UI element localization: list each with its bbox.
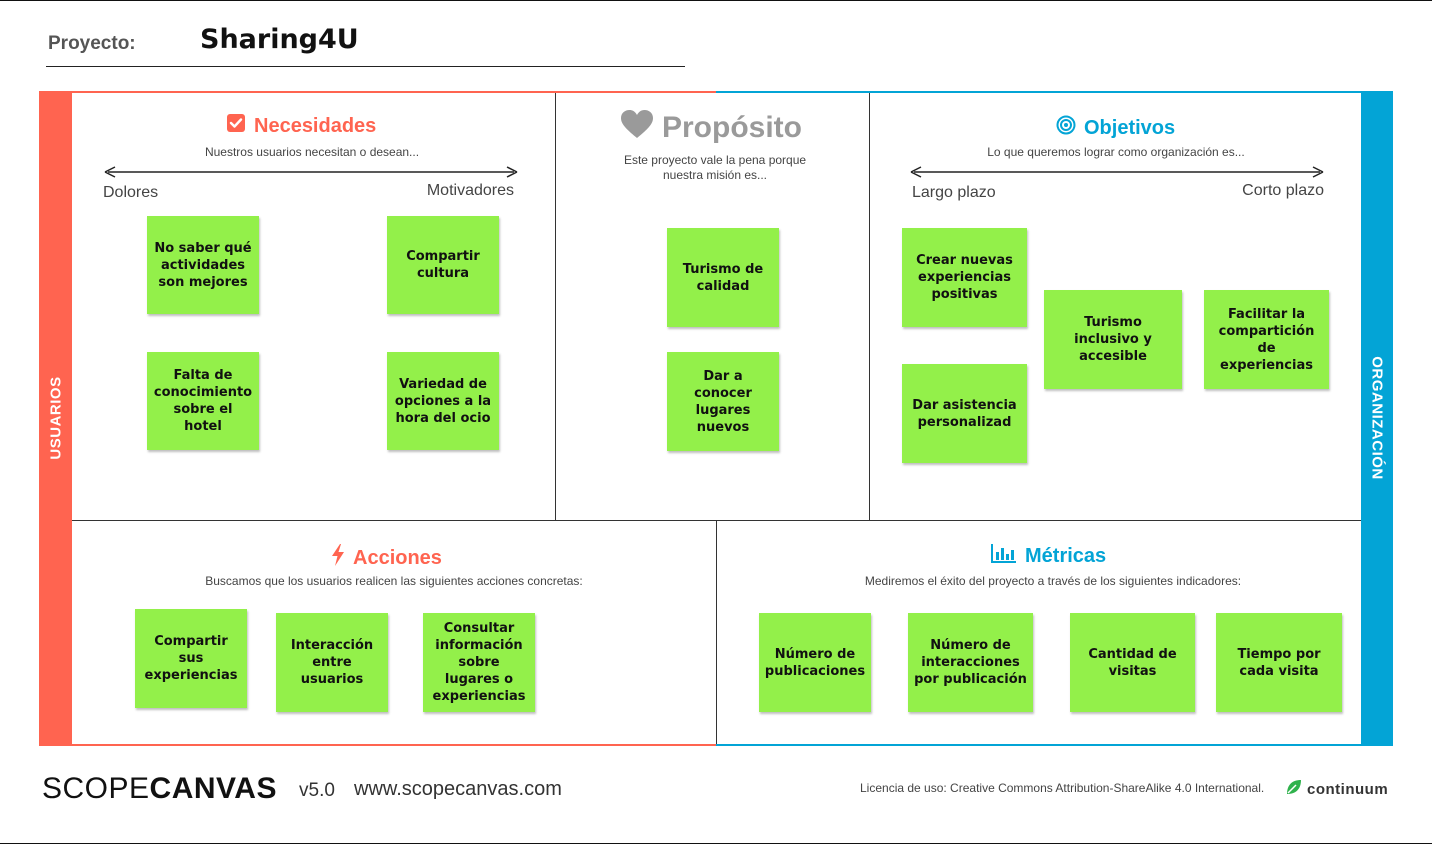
actions-title: Acciones xyxy=(331,544,442,572)
metrics-subtitle: Mediremos el éxito del proyecto a través… xyxy=(864,574,1242,588)
lightning-icon xyxy=(331,544,345,572)
users-side-bar xyxy=(39,91,72,746)
top-rule xyxy=(0,0,1432,1)
sticky-note[interactable]: Interacción entre usuarios xyxy=(276,613,388,712)
organization-side-label: ORGANIZACIÓN xyxy=(1368,356,1386,480)
sticky-note[interactable]: Número de interacciones por publicación xyxy=(908,613,1033,712)
license-text: Licencia de uso: Creative Commons Attrib… xyxy=(860,781,1265,795)
sticky-note[interactable]: Turismo inclusivo y accesible xyxy=(1044,290,1182,389)
needs-title: Necesidades xyxy=(226,113,376,139)
organization-side-bar xyxy=(1361,91,1393,746)
sticky-note[interactable]: No saber qué actividades son mejores xyxy=(147,216,259,314)
objectives-title: Objetivos xyxy=(1056,115,1175,141)
purpose-title: Propósito xyxy=(620,109,802,147)
needs-axis-arrow xyxy=(104,166,518,178)
objectives-axis-right: Corto plazo xyxy=(1242,182,1324,199)
frame-top-red xyxy=(72,91,716,93)
heart-icon xyxy=(620,109,654,147)
metrics-title: Métricas xyxy=(991,543,1106,569)
sticky-note[interactable]: Compartir sus experiencias xyxy=(135,609,247,708)
objectives-axis-arrow xyxy=(910,166,1324,178)
leaf-icon xyxy=(1285,778,1303,800)
continuum-logo: continuum xyxy=(1285,778,1388,800)
sticky-note[interactable]: Cantidad de visitas xyxy=(1070,613,1195,712)
needs-subtitle: Nuestros usuarios necesitan o desean... xyxy=(204,145,420,159)
users-side-label: USUARIOS xyxy=(47,376,65,460)
sticky-note[interactable]: Variedad de opciones a la hora del ocio xyxy=(387,352,499,450)
sticky-note[interactable]: Número de publicaciones xyxy=(759,613,871,712)
frame-divider-3 xyxy=(716,521,717,744)
frame-bottom-blue xyxy=(716,744,1361,746)
version-label: v5.0 xyxy=(299,780,335,801)
needs-axis-right: Motivadores xyxy=(426,182,514,199)
sticky-note[interactable]: Crear nuevas experiencias positivas xyxy=(902,228,1027,327)
frame-divider-2 xyxy=(869,93,870,520)
scopecanvas-logo: SCOPECANVAS xyxy=(42,772,277,805)
project-underline xyxy=(46,66,685,67)
sticky-note[interactable]: Facilitar la compartición de experiencia… xyxy=(1204,290,1329,389)
bottom-rule xyxy=(0,843,1432,844)
sticky-note[interactable]: Dar a conocer lugares nuevos xyxy=(667,352,779,451)
sticky-note[interactable]: Falta de conocimiento sobre el hotel xyxy=(147,352,259,450)
bar-chart-icon xyxy=(991,543,1017,569)
target-icon xyxy=(1056,115,1076,141)
objectives-axis-left: Largo plazo xyxy=(912,184,996,201)
needs-axis-left: Dolores xyxy=(103,184,159,201)
objectives-subtitle: Lo que queremos lograr como organización… xyxy=(987,145,1245,159)
frame-middle-divider xyxy=(72,520,1361,521)
sticky-note[interactable]: Compartir cultura xyxy=(387,216,499,314)
project-label: Proyecto: xyxy=(48,33,136,54)
sticky-note[interactable]: Tiempo por cada visita xyxy=(1216,613,1342,712)
sticky-note[interactable]: Turismo de calidad xyxy=(667,228,779,327)
sticky-note[interactable]: Dar asistencia personalizad xyxy=(902,364,1027,463)
frame-divider-1 xyxy=(555,93,556,520)
project-name[interactable]: Sharing4U xyxy=(200,24,359,55)
frame-bottom-red xyxy=(72,744,716,746)
frame-top-blue xyxy=(716,91,1361,93)
checkbox-icon xyxy=(226,113,246,139)
sticky-note[interactable]: Consultar información sobre lugares o ex… xyxy=(423,613,535,712)
purpose-subtitle: Este proyecto vale la pena porque nuestr… xyxy=(623,153,807,182)
actions-subtitle: Buscamos que los usuarios realicen las s… xyxy=(205,574,583,588)
website-link[interactable]: www.scopecanvas.com xyxy=(354,778,562,800)
